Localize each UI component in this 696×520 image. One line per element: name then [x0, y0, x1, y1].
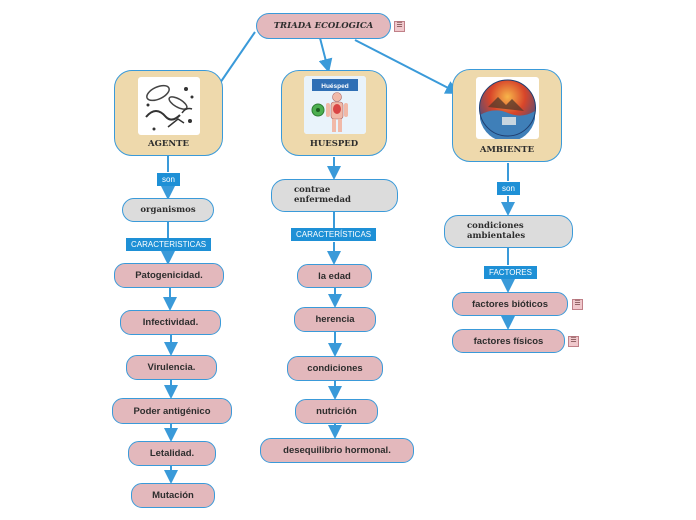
- ambiente-category-tag: FACTORES: [484, 266, 537, 279]
- huesped-characteristic-text: condiciones: [307, 363, 363, 374]
- microorganism-icon: [145, 84, 194, 131]
- huesped-characteristic-text: desequilibrio hormonal.: [283, 445, 391, 456]
- ambiente-node[interactable]: AMBIENTE: [452, 69, 562, 162]
- factor-biotic-menu-icon[interactable]: ☰: [572, 299, 583, 310]
- agente-link-tag: son: [157, 173, 180, 186]
- huesped-item-node[interactable]: contrae enfermedad: [271, 179, 398, 212]
- ambiente-item-node[interactable]: condiciones ambientales: [444, 215, 573, 248]
- agente-node[interactable]: AGENTE: [114, 70, 223, 156]
- agente-characteristic-5[interactable]: Letalidad.: [128, 441, 216, 466]
- ambiente-link-tag: son: [497, 182, 520, 195]
- huesped-characteristic-1[interactable]: la edad: [297, 264, 372, 288]
- title-node[interactable]: TRIADA ECOLOGICA: [256, 13, 391, 39]
- human-body-icon: Huésped: [304, 76, 366, 134]
- agente-characteristic-4[interactable]: Poder antigénico: [112, 398, 232, 424]
- huesped-item-text: contrae enfermedad: [294, 184, 351, 205]
- huesped-characteristic-5[interactable]: desequilibrio hormonal.: [260, 438, 414, 463]
- ambiente-factor-2[interactable]: factores físicos: [452, 329, 565, 353]
- huesped-category-tag: CARACTERÍSTICAS: [291, 228, 377, 241]
- ambiente-factor-text: factores bióticos: [471, 298, 549, 310]
- ambiente-label: AMBIENTE: [479, 145, 535, 155]
- agente-characteristic-3[interactable]: Virulencia.: [126, 355, 217, 380]
- huesped-characteristic-3[interactable]: condiciones: [287, 356, 383, 381]
- agente-characteristic-6[interactable]: Mutación: [131, 483, 215, 508]
- agente-characteristic-text: Letalidad.: [149, 448, 195, 459]
- title-menu-icon[interactable]: ☰: [394, 21, 405, 32]
- huesped-characteristic-text: herencia: [315, 314, 355, 325]
- ambiente-item-text: condiciones ambientales: [467, 220, 526, 241]
- agente-item-text: organismos: [140, 205, 196, 215]
- ambiente-image: [476, 77, 539, 139]
- huesped-image: Huésped: [304, 76, 366, 134]
- huesped-characteristic-text: nutrición: [316, 406, 357, 417]
- agente-item-node[interactable]: organismos: [122, 198, 214, 222]
- agente-characteristic-text: Mutación: [152, 490, 194, 501]
- huesped-image-text: Huésped: [321, 83, 348, 90]
- agente-characteristic-1[interactable]: Patogenicidad.: [114, 263, 224, 288]
- huesped-characteristic-text: la edad: [318, 270, 351, 282]
- agente-image: [138, 77, 200, 135]
- agente-characteristic-text: Infectividad.: [142, 317, 199, 328]
- environment-globe-icon: [479, 79, 536, 139]
- agente-category-tag: CARACTERISTICAS: [126, 238, 212, 251]
- agente-characteristic-text: Patogenicidad.: [135, 270, 203, 281]
- agente-characteristic-text: Virulencia.: [147, 362, 196, 373]
- ambiente-factor-1[interactable]: factores bióticos: [452, 292, 568, 316]
- agente-characteristic-text: Poder antigénico: [133, 405, 211, 417]
- ambiente-factor-text: factores físicos: [473, 335, 544, 347]
- agente-label: AGENTE: [148, 139, 189, 149]
- huesped-node[interactable]: Huésped HUESPED: [281, 70, 387, 156]
- huesped-characteristic-4[interactable]: nutrición: [295, 399, 378, 424]
- huesped-label: HUESPED: [309, 139, 359, 149]
- title-text: TRIADA ECOLOGICA: [273, 21, 374, 31]
- agente-characteristic-2[interactable]: Infectividad.: [120, 310, 221, 335]
- factor-physical-menu-icon[interactable]: ☰: [568, 336, 579, 347]
- huesped-characteristic-2[interactable]: herencia: [294, 307, 376, 332]
